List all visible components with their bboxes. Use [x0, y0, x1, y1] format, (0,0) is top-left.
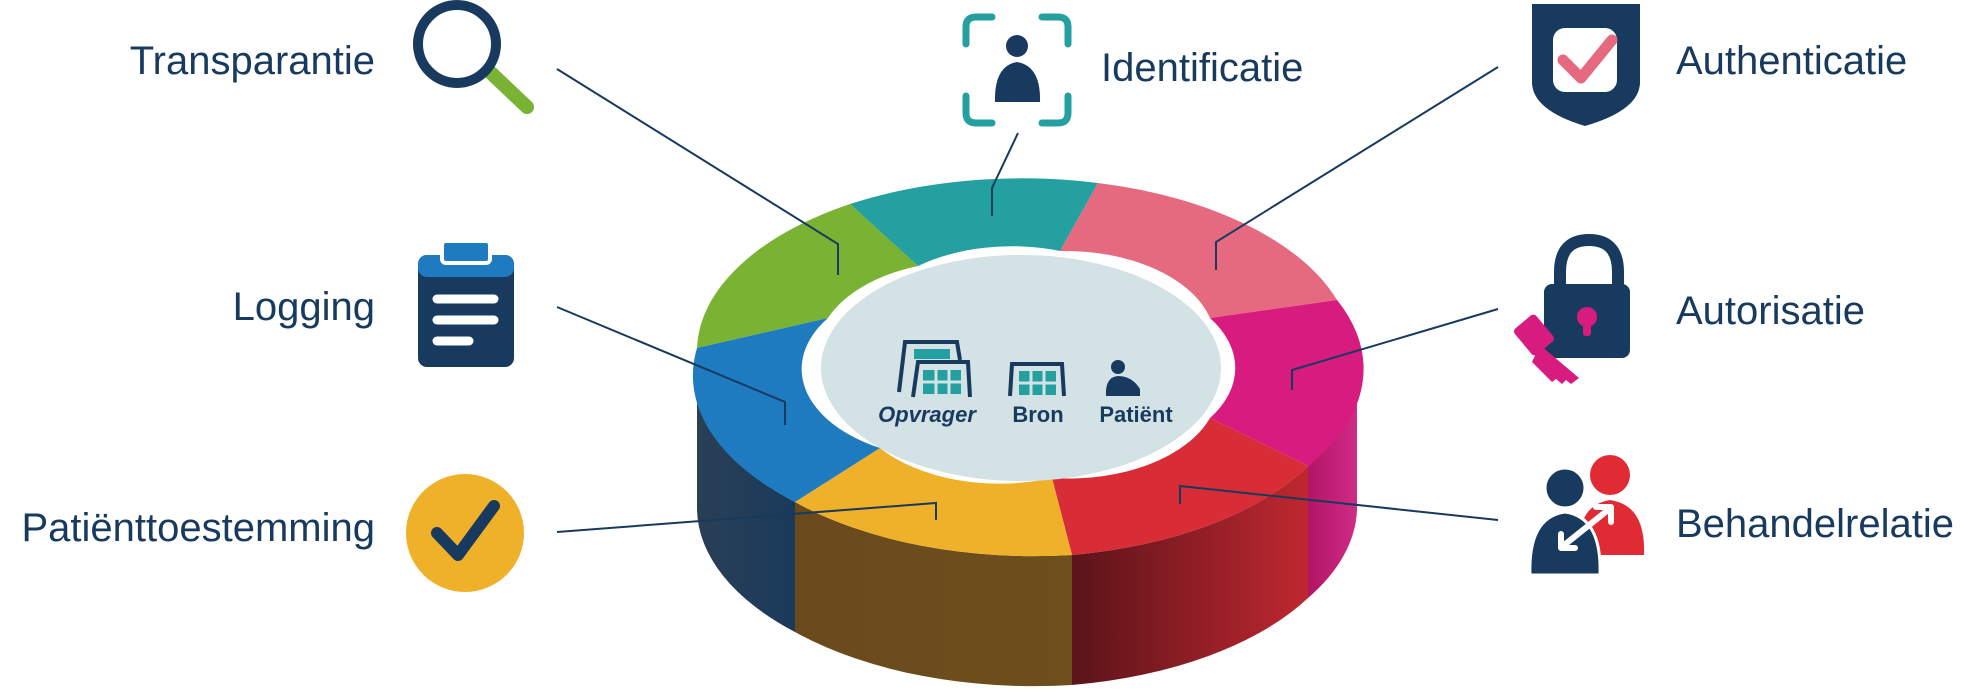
connector-patienttoestemming [556, 501, 937, 533]
segment-transparantie [697, 204, 918, 348]
key-icon [1513, 314, 1579, 384]
shield-check-icon [1532, 4, 1640, 126]
center-platform [821, 255, 1221, 481]
bron-building-icon [1008, 362, 1066, 397]
segment-logging [692, 318, 880, 502]
check-circle-icon [406, 474, 524, 592]
side-segment-blue [697, 378, 795, 632]
clipboard-icon [418, 239, 514, 367]
segment-authenticatie [1060, 183, 1337, 318]
side-segment-red [1072, 466, 1308, 685]
connector-transparantie [556, 68, 839, 275]
connector-behandelrelatie [1179, 484, 1499, 521]
center-label-bron: Bron [1012, 402, 1063, 427]
magnifier-icon [413, 0, 534, 114]
identification-scan-icon [962, 13, 1072, 127]
label-identificatie: Identificatie [1101, 46, 1304, 90]
label-logging: Logging [232, 285, 375, 329]
treatment-relation-icon [1528, 455, 1645, 577]
label-transparantie: Transparantie [129, 39, 375, 83]
center-label-patient: Patiënt [1099, 402, 1173, 427]
label-behandelrelatie: Behandelrelatie [1676, 502, 1954, 546]
cylinder-side [697, 378, 1357, 687]
patient-person-icon [1105, 360, 1140, 396]
side-segment-magenta [1308, 378, 1357, 598]
label-patienttoestemming: Patiënttoestemming [21, 506, 375, 550]
connector-logging [556, 306, 786, 425]
opvrager-building-icon [897, 340, 972, 398]
padlock-key-icon [1513, 233, 1630, 384]
segment-identificatie [850, 178, 1098, 266]
segment-autorisatie [1210, 300, 1364, 466]
center-label-opvrager: Opvrager [878, 402, 977, 427]
connector-identificatie [991, 132, 1019, 216]
connector-lines [556, 66, 1499, 533]
label-authenticatie: Authenticatie [1676, 39, 1908, 83]
connector-authenticatie [1215, 66, 1499, 270]
label-autorisatie: Autorisatie [1676, 289, 1865, 333]
connector-autorisatie [1291, 308, 1499, 390]
cylinder-top [692, 178, 1364, 557]
side-segment-yellow [795, 502, 1072, 687]
segment-patienttoestemming [795, 448, 1072, 557]
